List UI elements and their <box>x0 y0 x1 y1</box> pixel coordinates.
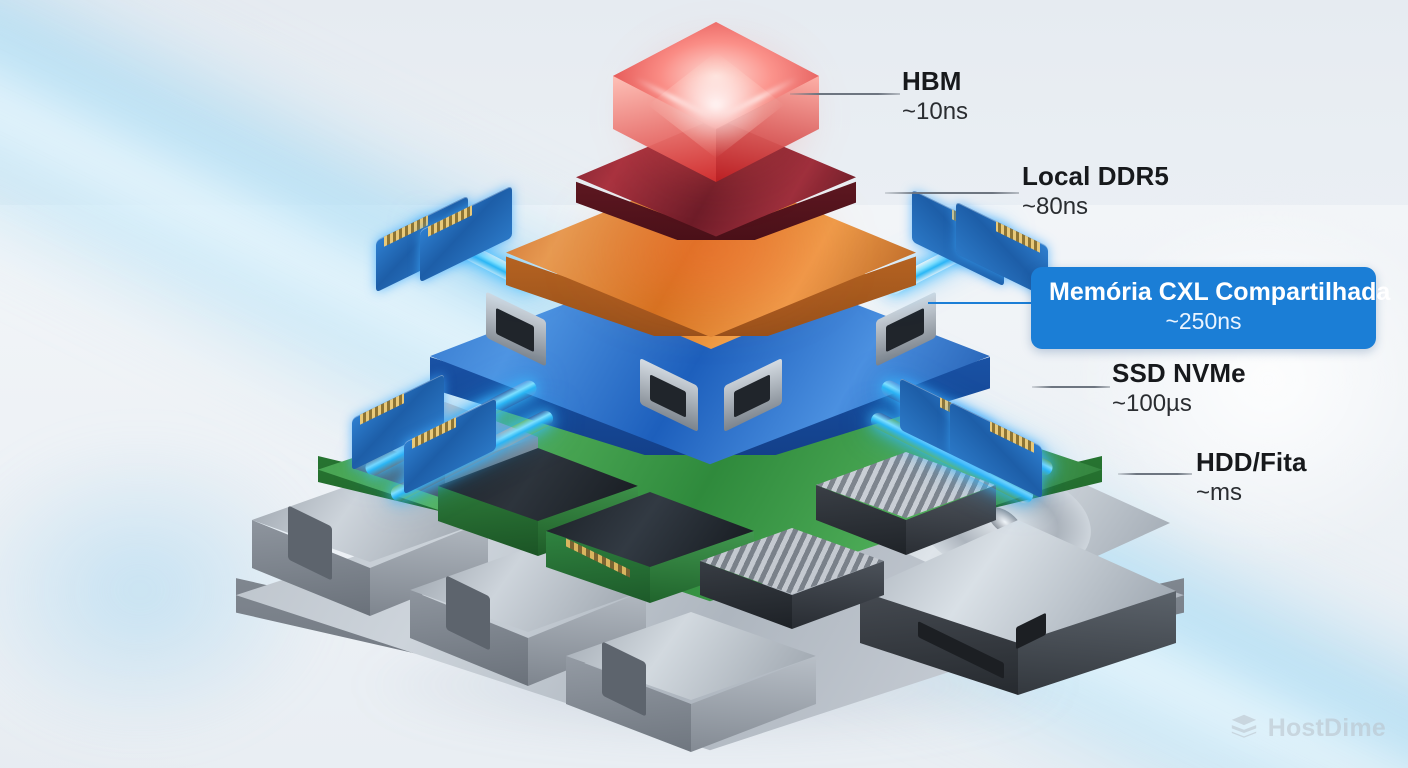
callout-cxl-badge[interactable]: Memória CXL Compartilhada ~250ns <box>1031 267 1390 350</box>
leader-line-cxl <box>928 302 1034 304</box>
hexagon-layers-icon <box>1229 711 1259 746</box>
callout-hbm-latency: ~10ns <box>902 98 968 126</box>
callout-hdd-latency: ~ms <box>1196 479 1307 507</box>
callout-hdd-title: HDD/Fita <box>1196 448 1307 476</box>
callout-hbm-title: HBM <box>902 67 968 95</box>
watermark: HostDime <box>1229 711 1386 746</box>
callout-cxl-title: Memória CXL Compartilhada <box>1049 278 1390 307</box>
watermark-text: HostDime <box>1267 714 1386 742</box>
callout-ssd-title: SSD NVMe <box>1112 359 1246 387</box>
callout-cxl-latency: ~250ns <box>1049 308 1358 336</box>
leader-line-hdd <box>1118 473 1192 475</box>
leader-line-hbm <box>790 93 900 95</box>
callout-ddr5-title: Local DDR5 <box>1022 162 1169 190</box>
tape-cartridge <box>566 612 816 762</box>
leader-line-ddr5 <box>885 192 1019 194</box>
callout-ddr5-latency: ~80ns <box>1022 193 1169 221</box>
callout-ssd-latency: ~100µs <box>1112 390 1246 418</box>
leader-line-ssd <box>1032 386 1110 388</box>
heatsink <box>700 528 884 638</box>
